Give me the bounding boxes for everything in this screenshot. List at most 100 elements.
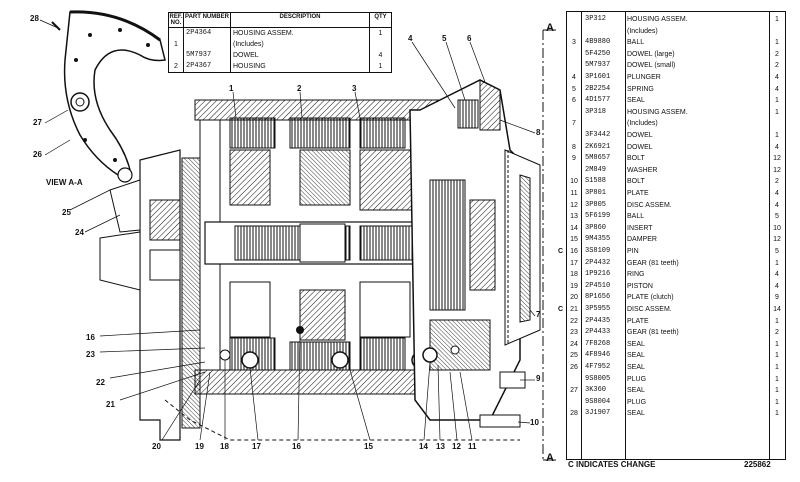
item-description: PISTON: [627, 282, 653, 290]
item-qty: 2: [775, 62, 779, 70]
callout-28: 28: [30, 14, 39, 23]
row-part-number: 2P4364: [184, 28, 231, 39]
item-description: GEAR (81 teeth): [627, 259, 679, 267]
row-ref: 2: [169, 61, 184, 72]
callout-15: 15: [364, 442, 373, 451]
item-description: DAMPER: [627, 236, 657, 244]
item-part-number: 9S8005: [585, 374, 611, 383]
callout-24: 24: [75, 228, 84, 237]
list-item: 2M849 WASHER 12: [567, 165, 785, 176]
header-ref: REF. NO.: [169, 13, 184, 27]
section-mark-top: A: [546, 22, 554, 34]
row-qty: 4: [378, 52, 383, 59]
callout-27: 27: [33, 118, 42, 127]
item-qty: 1: [775, 108, 779, 116]
callout-20: 20: [152, 442, 161, 451]
item-ref: 11: [570, 190, 578, 197]
item-part-number: 1P9216: [585, 270, 611, 279]
callout-1: 1: [229, 84, 234, 93]
item-description: DOWEL: [627, 143, 653, 151]
item-qty: 4: [775, 201, 779, 209]
item-qty: 9: [775, 294, 779, 302]
item-qty: 1: [775, 364, 779, 371]
item-qty: 4: [775, 271, 779, 279]
item-description: SPRING: [627, 85, 654, 93]
item-description: DOWEL: [627, 132, 653, 139]
item-description: PLUNGER: [627, 74, 661, 81]
item-part-number: 4F8946: [585, 351, 611, 360]
item-ref: 5: [572, 85, 576, 93]
change-marker: C: [558, 306, 564, 313]
item-ref: 13: [570, 213, 578, 221]
item-part-number: 5M7937: [585, 61, 611, 70]
item-description: WASHER: [627, 166, 658, 174]
item-ref: 26: [570, 364, 578, 371]
item-description: DISC ASSEM.: [627, 306, 672, 313]
item-part-number: 4F7952: [585, 363, 611, 371]
item-ref: 9: [572, 155, 576, 163]
callout-23: 23: [86, 350, 95, 359]
drawing-id: 225862: [744, 460, 771, 469]
row-qty: 1: [378, 30, 383, 37]
item-qty: 12: [773, 166, 781, 174]
row-qty: 1: [378, 63, 383, 70]
item-qty: 1: [775, 375, 779, 383]
item-ref: 17: [570, 259, 578, 267]
table-row: 1(Includes): [169, 39, 391, 50]
item-part-number: 9S8004: [585, 397, 611, 406]
callout-19: 19: [195, 442, 204, 451]
item-qty: 4: [775, 190, 779, 197]
column-divider: [769, 12, 770, 459]
item-part-number: 2K6921: [585, 142, 611, 151]
item-ref: 15: [570, 236, 578, 244]
item-qty: 1: [775, 398, 779, 406]
item-qty: 2: [775, 329, 779, 337]
leader-lines: [39, 19, 536, 441]
item-part-number: 2M849: [585, 165, 607, 174]
row-part-number: 5M7937: [184, 50, 231, 61]
callout-12: 12: [452, 442, 461, 451]
item-part-number: 5F4250: [585, 49, 611, 58]
row-ref: [169, 50, 184, 61]
item-ref: 20: [570, 294, 578, 302]
item-part-number: 2P4433: [585, 328, 611, 337]
callout-8: 8: [536, 128, 541, 137]
item-qty: 1: [775, 132, 779, 139]
item-ref: 6: [572, 97, 576, 105]
item-ref: 14: [570, 224, 578, 232]
item-qty: 4: [775, 74, 779, 81]
row-ref: 1: [169, 39, 184, 50]
callout-10: 10: [530, 418, 539, 427]
item-qty: 4: [775, 282, 779, 290]
item-ref: 19: [570, 282, 578, 290]
item-qty: 1: [775, 352, 779, 360]
item-qty: 1: [775, 317, 779, 325]
item-ref: 10: [570, 178, 578, 186]
callout-9: 9: [536, 374, 541, 383]
callout-5: 5: [442, 34, 447, 43]
row-part-number: [184, 39, 231, 50]
change-marker: C: [558, 248, 564, 255]
row-description: DOWEL: [231, 50, 370, 61]
row-description: HOUSING: [231, 61, 370, 72]
item-qty: 4: [775, 85, 779, 93]
